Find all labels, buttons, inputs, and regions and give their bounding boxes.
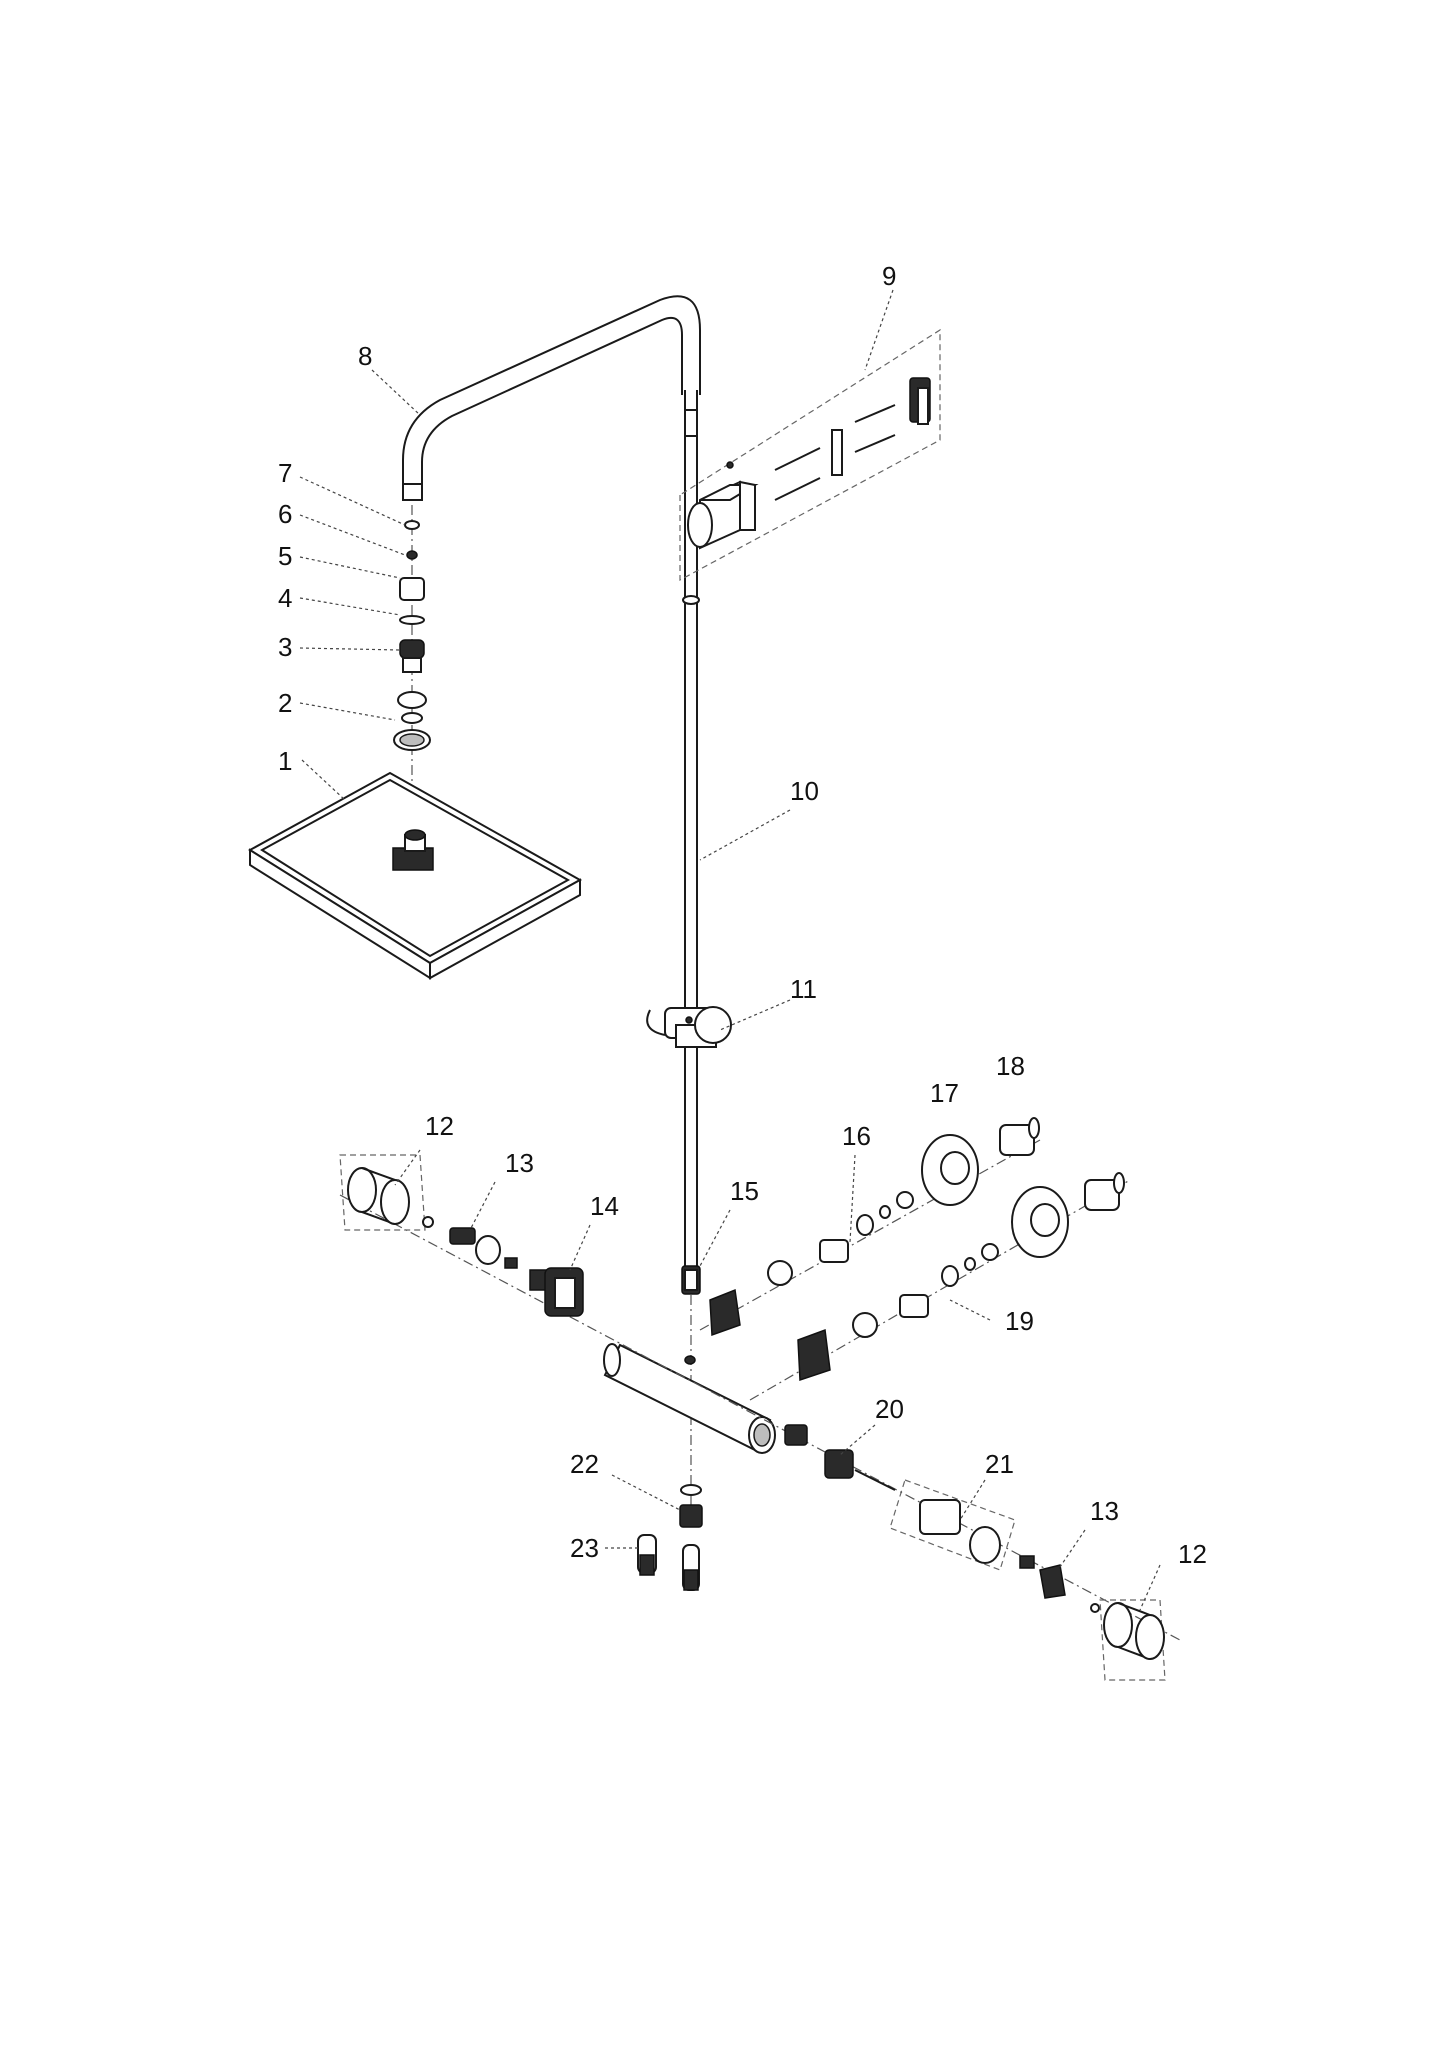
callout-16: 16 bbox=[842, 1121, 871, 1151]
callout-11: 11 bbox=[790, 974, 817, 1004]
left-control-parts bbox=[339, 1154, 584, 1317]
callout-5: 5 bbox=[278, 541, 292, 571]
callout-3: 3 bbox=[278, 632, 292, 662]
callout-2: 2 bbox=[278, 688, 292, 718]
callout-9: 9 bbox=[882, 261, 896, 291]
lower-inlet-parts bbox=[749, 1172, 1131, 1401]
callout-15: 15 bbox=[730, 1176, 759, 1206]
callout-8: 8 bbox=[358, 341, 372, 371]
callout-20: 20 bbox=[875, 1394, 904, 1424]
callout-6: 6 bbox=[278, 499, 292, 529]
leader-lines bbox=[299, 289, 1161, 1611]
riser-rail bbox=[682, 390, 700, 1520]
callout-7: 7 bbox=[278, 458, 292, 488]
hand-shower-holder bbox=[646, 1006, 732, 1048]
callout-21: 21 bbox=[985, 1449, 1014, 1479]
callout-12-right: 12 bbox=[1178, 1539, 1207, 1569]
callout-22: 22 bbox=[570, 1449, 599, 1479]
upper-inlet-parts bbox=[699, 1117, 1041, 1337]
right-control-parts bbox=[784, 1424, 1166, 1681]
callout-23: 23 bbox=[570, 1533, 599, 1563]
callout-13-right: 13 bbox=[1090, 1496, 1119, 1526]
head-connection-parts bbox=[393, 505, 431, 840]
callout-4: 4 bbox=[278, 583, 292, 613]
center-connector bbox=[681, 1265, 701, 1295]
callout-13-left: 13 bbox=[505, 1148, 534, 1178]
bottom-connectors bbox=[637, 1484, 703, 1591]
callout-1: 1 bbox=[278, 746, 292, 776]
callout-10: 10 bbox=[790, 776, 819, 806]
callout-19: 19 bbox=[1005, 1306, 1034, 1336]
callout-17: 17 bbox=[930, 1078, 959, 1108]
callout-18: 18 bbox=[996, 1051, 1025, 1081]
callout-12-left: 12 bbox=[425, 1111, 454, 1141]
shower-arm bbox=[402, 295, 701, 501]
shower-head-plate bbox=[248, 771, 583, 980]
callout-labels: 1 2 3 4 5 6 7 8 9 10 11 12 12 13 13 14 1… bbox=[278, 261, 1207, 1569]
callout-14: 14 bbox=[590, 1191, 619, 1221]
wall-bracket-kit bbox=[679, 328, 941, 582]
thermostat-body bbox=[339, 1194, 1181, 1641]
